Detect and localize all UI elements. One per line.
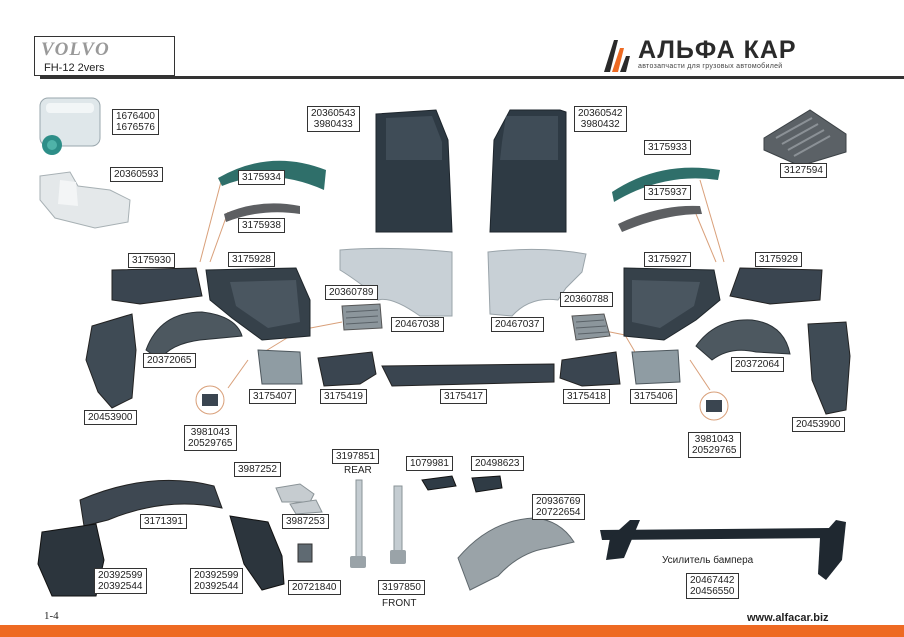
label-wing-left: 3175930 [128, 253, 175, 268]
header-rule [40, 76, 904, 79]
label-liner-right: 20372064 [731, 357, 784, 372]
bumper-corner-right-image [559, 351, 621, 387]
bumper-reinforcement-image [600, 520, 846, 580]
logo-title: АЛЬФА КАР [638, 36, 797, 64]
clip-a-image [421, 475, 457, 491]
lamp-left-image [195, 385, 225, 415]
arch-cover-r2-image [618, 205, 702, 232]
label-wing-right: 3175929 [755, 252, 802, 267]
label-arch-l1: 3175934 [238, 170, 285, 185]
wheel-liner-right-image [695, 319, 791, 361]
door-lining-right-image [487, 248, 587, 317]
front-caption: FRONT [382, 598, 417, 609]
label-tank-bottom: 20360593 [110, 167, 163, 182]
expansion-tank-image [39, 171, 131, 229]
label-fender-top: 3171391 [140, 514, 187, 529]
arch-cover-l2-image [224, 203, 300, 222]
door-left-image [375, 109, 453, 233]
company-logo: АЛЬФА КАР автозапчасти для грузовых авто… [598, 36, 858, 76]
label-clip-a: 1079981 [406, 456, 453, 471]
rear-fender-image [79, 479, 223, 527]
label-step-left: 3175407 [249, 389, 296, 404]
wing-left-image [111, 267, 203, 305]
label-corner-right: 3175418 [563, 389, 610, 404]
guard-left-image [37, 523, 105, 597]
bumper-image [381, 363, 555, 387]
label-bumper: 3175417 [440, 389, 487, 404]
label-grille-right: 20360788 [560, 292, 613, 307]
lamp-right-image [699, 391, 729, 421]
step-grille-left-image [341, 303, 383, 331]
guard-right-image [229, 515, 285, 591]
model-name: FH-12 2vers [44, 62, 105, 74]
label-shock-front: 3197850 [378, 580, 425, 595]
cab-step-image [763, 109, 847, 167]
logo-subtitle: автозапчасти для грузовых автомобилей [638, 63, 783, 70]
arch-cover-r1-image [612, 167, 720, 202]
lower-step-right-image [631, 349, 681, 385]
footer-bar [0, 625, 904, 637]
small-bracket-image [297, 543, 313, 563]
mudflap-right-image [807, 321, 851, 415]
label-mudflap-right: 20453900 [792, 417, 845, 432]
reinforcement-caption: Усилитель бампера [662, 555, 754, 566]
front-fender-image [457, 517, 575, 591]
rear-caption: REAR [344, 465, 372, 476]
label-bracket-b: 3987253 [282, 514, 329, 529]
label-mudflap-left: 20453900 [84, 410, 137, 425]
lower-step-left-image [257, 349, 303, 385]
door-right-image [489, 109, 567, 233]
label-panel-left: 3175928 [228, 252, 275, 267]
shock-rear-image [350, 479, 366, 568]
label-arch-r1: 3175933 [644, 140, 691, 155]
step-grille-right-image [571, 313, 611, 341]
label-panel-right: 3175927 [644, 252, 691, 267]
shock-front-image [390, 485, 406, 564]
door-lining-left-image [339, 247, 453, 317]
brand-box: VOLVO FH-12 2vers [34, 36, 175, 76]
website-link[interactable]: www.alfacar.biz [747, 612, 829, 624]
bumper-corner-left-image [317, 351, 377, 387]
page-number: 1-4 [44, 610, 59, 622]
label-grille-left: 20360789 [325, 285, 378, 300]
mudflap-left-image [85, 313, 137, 409]
label-door-panel-left: 20467038 [391, 317, 444, 332]
label-arch-l2: 3175938 [238, 218, 285, 233]
coolant-tank-image [39, 97, 101, 155]
logo-mark-icon [604, 40, 630, 72]
mount-bracket-a-image [275, 483, 315, 503]
label-bracket-a: 3987252 [234, 462, 281, 477]
wheel-liner-left-image [145, 311, 243, 361]
label-step-top-right: 3127594 [780, 163, 827, 178]
label-shock-rear: 3197851 [332, 449, 379, 464]
label-corner-left: 3175419 [320, 389, 367, 404]
label-liner-left: 20372065 [143, 353, 196, 368]
label-clip-b: 20498623 [471, 456, 524, 471]
mount-bracket-b-image [289, 499, 323, 515]
label-step-right: 3175406 [630, 389, 677, 404]
label-door-panel-right: 20467037 [491, 317, 544, 332]
clip-b-image [471, 475, 503, 493]
wing-right-image [729, 267, 823, 305]
side-panel-left-image [205, 267, 311, 341]
label-arch-r2: 3175937 [644, 185, 691, 200]
brand-logo: VOLVO [41, 39, 110, 60]
side-panel-right-image [623, 267, 721, 341]
label-small-bracket: 20721840 [288, 580, 341, 595]
